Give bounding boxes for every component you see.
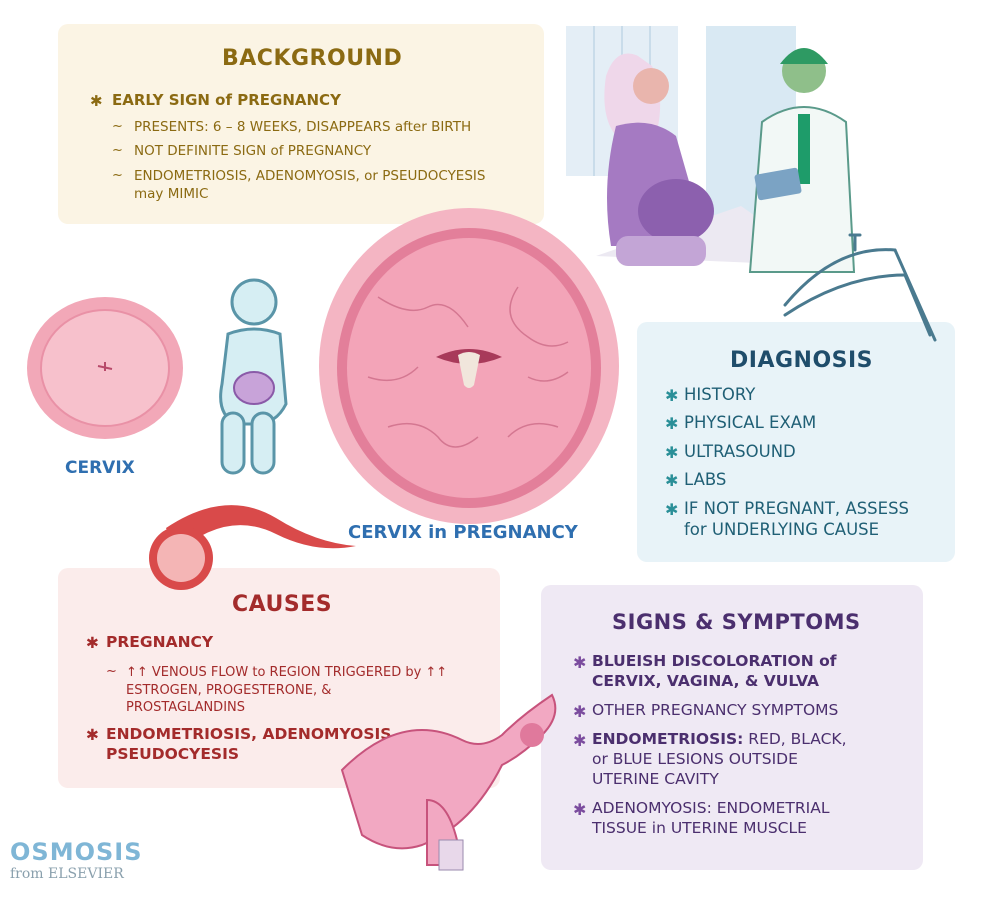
signs-panel	[541, 585, 923, 870]
diagnosis-panel	[637, 322, 955, 562]
logo-sub: from ELSEVIER	[10, 866, 124, 882]
tilde-icon: ~	[106, 664, 117, 679]
bullet-star-icon: ✱	[573, 731, 587, 750]
background-title: BACKGROUND	[222, 46, 403, 71]
causes-item-2b: PSEUDOCYESIS	[106, 745, 240, 763]
signs-item-1: BLUEISH DISCOLORATION of	[592, 652, 837, 670]
bullet-star-icon: ✱	[573, 702, 587, 721]
bullet-star-icon: ✱	[90, 92, 103, 110]
causes-title: CAUSES	[232, 592, 333, 617]
background-main: EARLY SIGN of PREGNANCY	[112, 91, 341, 109]
bullet-star-icon: ✱	[86, 634, 99, 652]
osmosis-logo: OSMOSIS from ELSEVIER	[10, 838, 142, 882]
tilde-icon: ~	[112, 168, 123, 183]
background-sub-1: PRESENTS: 6 – 8 WEEKS, DISAPPEARS after …	[134, 119, 472, 135]
logo-name: OSMOSIS	[10, 838, 143, 866]
bullet-star-icon: ✱	[573, 653, 587, 672]
signs-item-1b: CERVIX, VAGINA, & VULVA	[592, 672, 820, 690]
diagnosis-item: PHYSICAL EXAM	[684, 413, 817, 432]
causes-item-2: ENDOMETRIOSIS, ADENOMYOSIS,	[106, 725, 398, 743]
background-sub-4: may MIMIC	[134, 186, 209, 202]
signs-item-3-bold: ENDOMETRIOSIS:	[592, 730, 744, 748]
uterus-icon	[340, 693, 557, 871]
cervix-pregnancy-illustration	[319, 208, 619, 524]
diagnosis-item: IF NOT PREGNANT, ASSESS	[684, 499, 910, 518]
speculum-icon	[783, 233, 937, 342]
diagnosis-item: HISTORY	[684, 385, 756, 404]
bullet-star-icon: ✱	[665, 414, 679, 433]
background-sub-2: NOT DEFINITE SIGN of PREGNANCY	[134, 143, 372, 159]
background-sub-3: ENDOMETRIOSIS, ADENOMYOSIS, or PSEUDOCYE…	[134, 168, 486, 184]
causes-item-1: PREGNANCY	[106, 633, 214, 651]
cervix-pregnancy-label: CERVIX in PREGNANCY	[348, 522, 578, 543]
cervix-small-illustration	[27, 297, 183, 439]
diagnosis-item: for UNDERLYING CAUSE	[684, 520, 880, 539]
tilde-icon: ~	[112, 119, 123, 134]
doctor-patient-illustration	[566, 26, 856, 273]
blood-vessel-icon	[149, 505, 356, 590]
cervix-label: CERVIX	[65, 458, 135, 478]
signs-item-4: ADENOMYOSIS: ENDOMETRIAL	[592, 799, 830, 817]
tilde-icon: ~	[112, 143, 123, 158]
signs-item-3b: or BLUE LESIONS OUTSIDE	[592, 750, 798, 768]
diagnosis-item: ULTRASOUND	[684, 442, 796, 461]
bullet-star-icon: ✱	[665, 443, 679, 462]
bullet-star-icon: ✱	[86, 726, 99, 744]
signs-title: SIGNS & SYMPTOMS	[612, 610, 861, 634]
bullet-star-icon: ✱	[665, 500, 679, 519]
diagnosis-item: LABS	[684, 470, 727, 489]
causes-sub-3: PROSTAGLANDINS	[126, 700, 246, 715]
signs-item-2: OTHER PREGNANCY SYMPTOMS	[592, 701, 839, 719]
causes-sub-2: ESTROGEN, PROGESTERONE, &	[126, 683, 332, 698]
signs-item-3c: UTERINE CAVITY	[592, 770, 719, 788]
causes-sub-1: ↑↑ VENOUS FLOW to REGION TRIGGERED by ↑↑	[126, 665, 448, 680]
background-panel	[58, 24, 544, 224]
baby-in-body-icon	[219, 278, 288, 475]
bullet-star-icon: ✱	[665, 471, 679, 490]
signs-item-3: ENDOMETRIOSIS: RED, BLACK,	[592, 731, 847, 748]
signs-item-3-rest: RED, BLACK,	[743, 730, 847, 748]
signs-item-4b: TISSUE in UTERINE MUSCLE	[592, 819, 807, 837]
bullet-star-icon: ✱	[573, 800, 587, 819]
bullet-star-icon: ✱	[665, 386, 679, 405]
diagnosis-title: DIAGNOSIS	[730, 348, 874, 373]
